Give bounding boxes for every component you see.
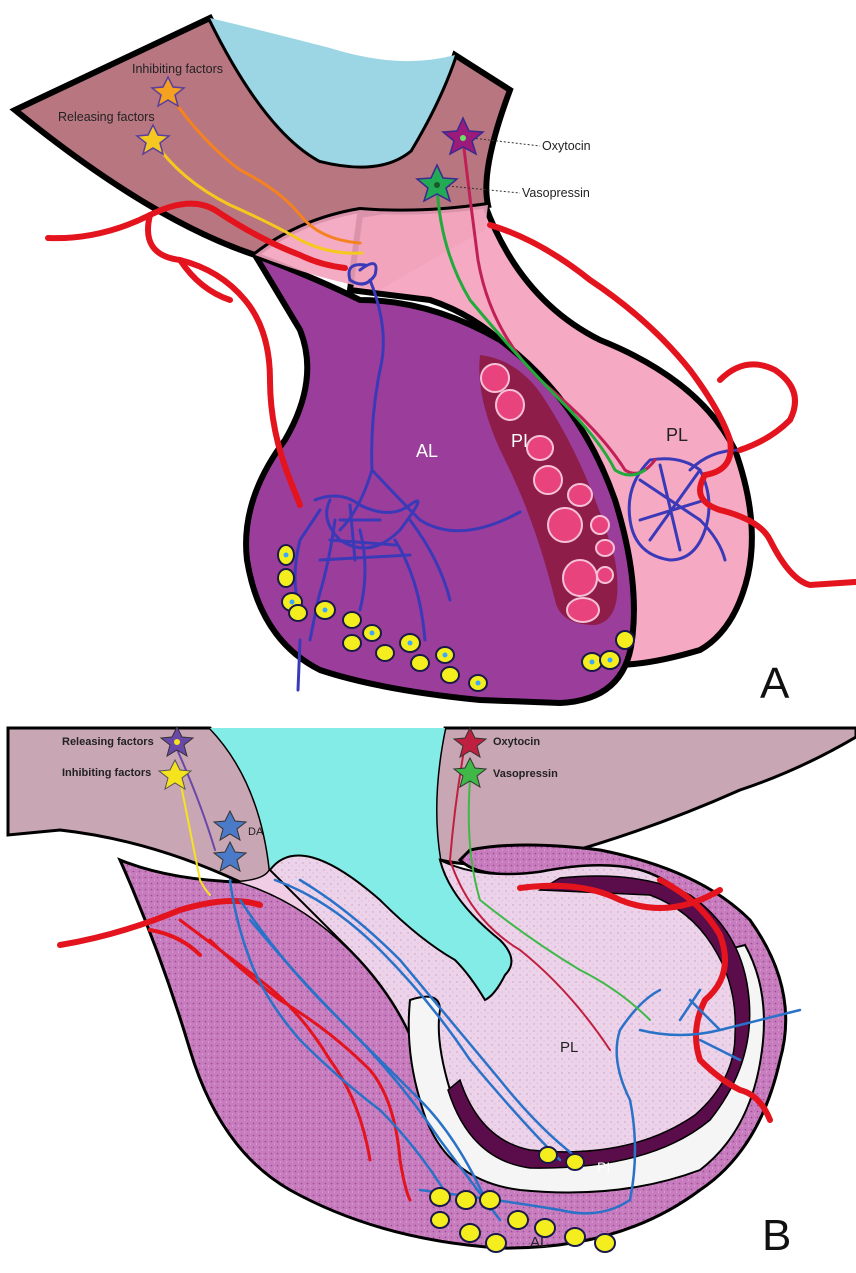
label-pi-a: PI xyxy=(511,431,528,451)
panel-a: Inhibiting factors Releasing factors Oxy… xyxy=(15,18,855,708)
label-pi-b: PI xyxy=(597,1159,610,1175)
label-inhibiting-factors-b: Inhibiting factors xyxy=(62,767,151,779)
panel-letter-a: A xyxy=(760,659,790,708)
label-da-b: DA xyxy=(248,826,264,838)
label-al-b: AL xyxy=(530,1234,548,1251)
hypothalamus-b-right xyxy=(436,728,856,864)
label-oxytocin-a: Oxytocin xyxy=(542,139,591,153)
label-al-a: AL xyxy=(416,441,438,461)
panel-letter-b: B xyxy=(762,1211,791,1260)
label-pl-a: PL xyxy=(666,425,688,445)
label-releasing-factors-a: Releasing factors xyxy=(58,110,155,124)
panel-b: Releasing factors Inhibiting factors DA … xyxy=(8,727,856,1260)
label-pl-b: PL xyxy=(560,1039,578,1056)
label-oxytocin-b: Oxytocin xyxy=(493,736,540,748)
label-inhibiting-factors-a: Inhibiting factors xyxy=(132,62,223,76)
label-releasing-factors-b: Releasing factors xyxy=(62,736,154,748)
label-vasopressin-b: Vasopressin xyxy=(493,768,558,780)
label-vasopressin-a: Vasopressin xyxy=(522,186,590,200)
